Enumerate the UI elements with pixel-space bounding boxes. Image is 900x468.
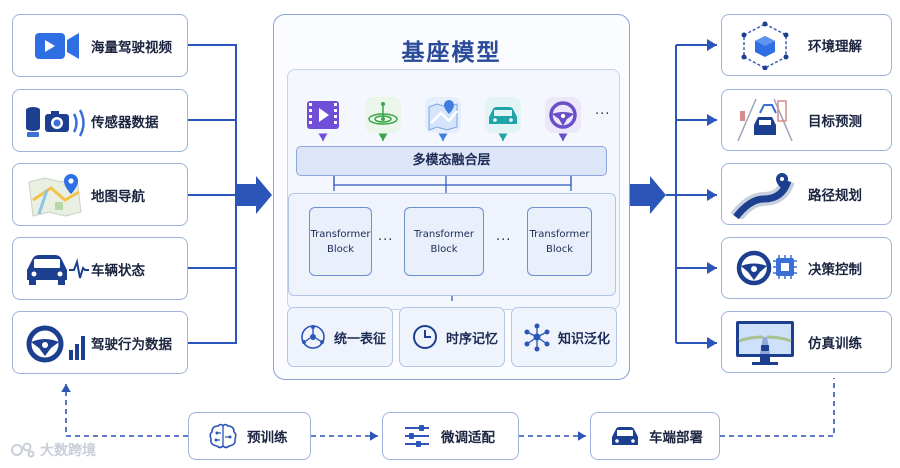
brain-icon bbox=[209, 423, 237, 449]
output-decision-control: 决策控制 bbox=[721, 237, 892, 299]
block-line1: Transformer bbox=[413, 228, 474, 240]
watermark-text: 大数跨境 bbox=[40, 443, 96, 459]
watermark-logo-icon bbox=[11, 442, 35, 458]
map-icon bbox=[425, 97, 461, 133]
stage-pretraining: 预训练 bbox=[188, 412, 311, 460]
output-path-planning: 路径规划 bbox=[721, 163, 892, 225]
sliders-icon bbox=[405, 425, 429, 447]
input-driving-video: 海量驾驶视频 bbox=[12, 14, 188, 77]
capability-label: 知识泛化 bbox=[558, 331, 611, 347]
main-title: 基座模型 bbox=[401, 40, 502, 66]
input-arrow bbox=[236, 176, 272, 214]
capability-label: 统一表征 bbox=[334, 331, 387, 347]
stage-label: 车端部署 bbox=[649, 430, 703, 446]
steering-wheel-chart-icon bbox=[26, 325, 85, 362]
car-pulse-icon bbox=[27, 254, 89, 285]
stage-label: 微调适配 bbox=[441, 430, 495, 446]
transformer-block: Transformer Block bbox=[404, 207, 484, 276]
stage-vehicle-deployment: 车端部署 bbox=[590, 412, 720, 460]
video-film-icon bbox=[307, 101, 339, 129]
block-line2: Block bbox=[326, 243, 355, 255]
transformer-block: Transformer Block bbox=[309, 207, 372, 276]
block-line1: Transformer bbox=[310, 228, 371, 240]
input-label: 传感器数据 bbox=[91, 114, 159, 131]
input-label: 驾驶行为数据 bbox=[91, 336, 172, 353]
output-label: 仿真训练 bbox=[808, 336, 862, 352]
input-vehicle-state: 车辆状态 bbox=[12, 237, 188, 300]
block-line1: Transformer bbox=[529, 228, 590, 240]
more-modalities-ellipsis: ... bbox=[595, 103, 611, 118]
input-label: 车辆状态 bbox=[91, 262, 145, 279]
network-nodes-icon bbox=[301, 325, 325, 349]
input-label: 海量驾驶视频 bbox=[91, 39, 172, 56]
output-label: 路径规划 bbox=[808, 188, 862, 204]
video-camera-icon bbox=[35, 32, 79, 59]
block-line2: Block bbox=[545, 243, 574, 255]
road-path-icon bbox=[730, 173, 795, 219]
wheel-chip-icon bbox=[736, 250, 797, 286]
input-driving-behavior: 驾驶行为数据 bbox=[12, 311, 188, 374]
output-label: 决策控制 bbox=[808, 262, 862, 278]
input-label: 地图导航 bbox=[91, 188, 145, 205]
output-simulation-training: 仿真训练 bbox=[721, 311, 892, 373]
output-arrow bbox=[630, 176, 666, 214]
car-deploy-icon bbox=[612, 427, 638, 445]
output-label: 环境理解 bbox=[808, 39, 862, 55]
car-icon bbox=[485, 97, 521, 133]
capability-temporal-memory: 时序记忆 bbox=[399, 307, 505, 367]
share-nodes-icon bbox=[524, 323, 550, 352]
input-map-navigation: 地图导航 bbox=[12, 163, 188, 226]
multimodal-fusion-layer: 多模态融合层 bbox=[296, 146, 607, 176]
simulator-monitor-icon bbox=[736, 321, 794, 365]
capability-unified-representation: 统一表征 bbox=[287, 307, 393, 367]
transformer-block: Transformer Block bbox=[527, 207, 592, 276]
stage-fine-tuning: 微调适配 bbox=[382, 412, 519, 460]
block-ellipsis: ··· bbox=[496, 233, 512, 248]
block-ellipsis: ··· bbox=[378, 233, 394, 248]
traffic-prediction-icon bbox=[737, 98, 793, 142]
capability-knowledge-generalization: 知识泛化 bbox=[511, 307, 617, 367]
watermark: 大数跨境 bbox=[10, 440, 96, 460]
block-line2: Block bbox=[430, 243, 458, 255]
map-pin-icon bbox=[28, 173, 82, 217]
input-sensor-data: 传感器数据 bbox=[12, 89, 188, 152]
output-object-prediction: 目标预测 bbox=[721, 89, 892, 151]
output-environment-understanding: 环境理解 bbox=[721, 14, 892, 76]
radar-wave-icon bbox=[365, 97, 401, 133]
output-label: 目标预测 bbox=[808, 114, 862, 130]
clock-icon bbox=[413, 325, 437, 349]
cube-network-icon bbox=[741, 21, 789, 70]
lidar-camera-signal-icon bbox=[26, 106, 85, 137]
foundation-model-panel: 基座模型 ... bbox=[273, 14, 630, 380]
capability-label: 时序记忆 bbox=[446, 331, 499, 347]
steering-wheel-icon bbox=[545, 97, 581, 133]
stage-label: 预训练 bbox=[247, 430, 288, 446]
